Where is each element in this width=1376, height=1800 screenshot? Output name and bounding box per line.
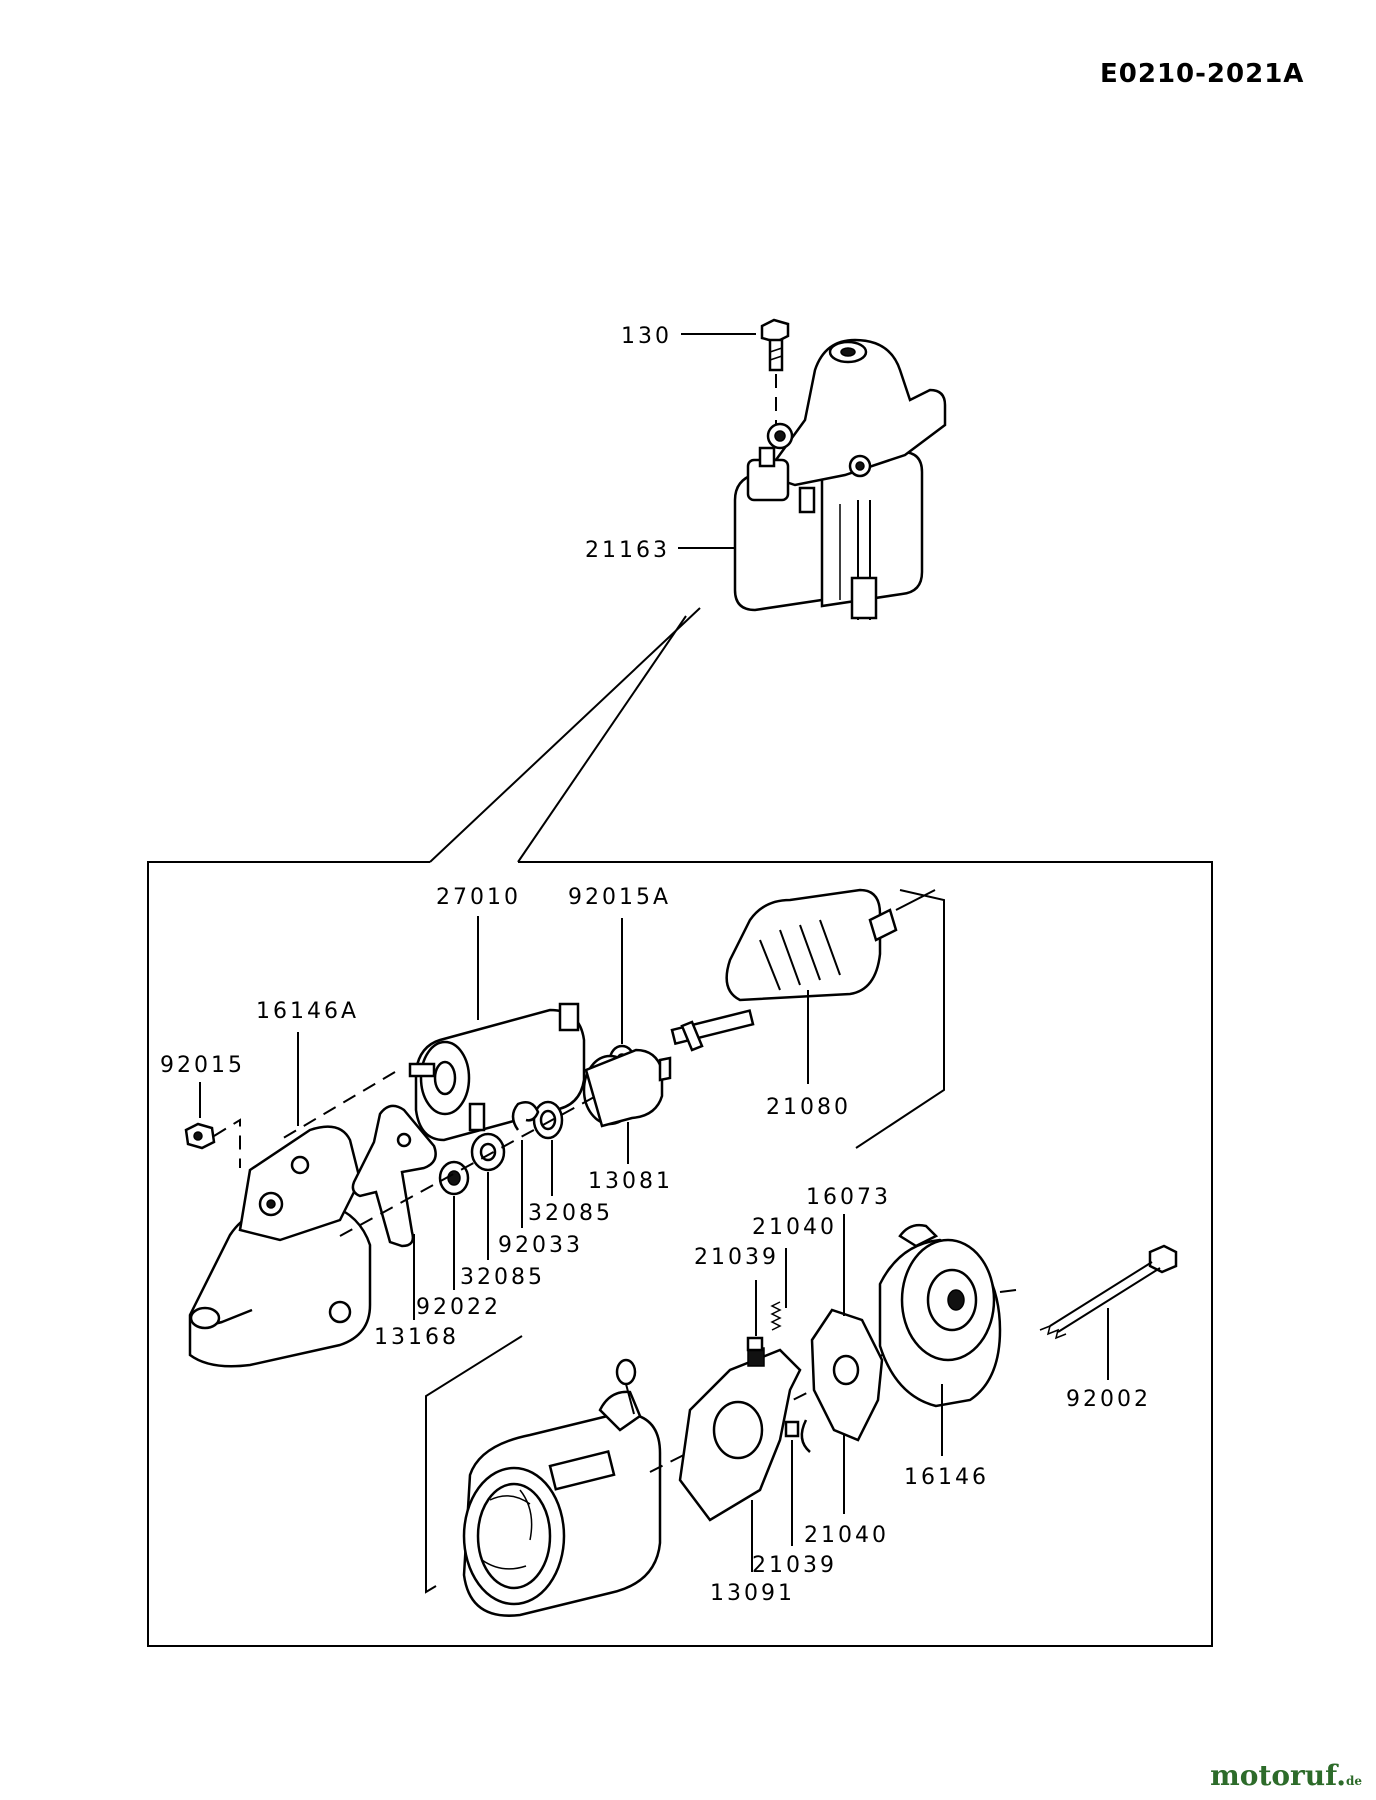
nut-92015-icon — [184, 1122, 216, 1150]
label-21163: 21163 — [585, 538, 670, 563]
clip-32085-icon — [532, 1100, 564, 1140]
brush-plate-16073-icon — [810, 1308, 884, 1442]
label-13168: 13168 — [374, 1325, 459, 1350]
callout-line-left — [429, 607, 701, 863]
label-32085-a: 32085 — [528, 1201, 613, 1226]
diagram-code: E0210-2021A — [1100, 59, 1304, 89]
yoke-field-frame-icon — [462, 1358, 662, 1617]
brush-holder-13091-icon — [678, 1347, 802, 1522]
label-16073: 16073 — [806, 1185, 891, 1210]
label-92022: 92022 — [416, 1295, 501, 1320]
end-frame-16146-icon — [878, 1223, 1017, 1408]
exploded-view-frame — [147, 861, 1213, 1647]
through-bolt-92002-icon — [1039, 1244, 1178, 1340]
watermark-brand: motoruf — [1210, 1759, 1337, 1792]
label-32085-b: 32085 — [460, 1265, 545, 1290]
watermark-logo: motoruf.de — [1210, 1759, 1362, 1792]
label-21040-b: 21040 — [804, 1523, 889, 1548]
washer-32085-icon — [470, 1132, 506, 1172]
drive-housing-16146a-icon — [188, 1125, 372, 1368]
label-16146: 16146 — [904, 1465, 989, 1490]
label-130: 130 — [621, 324, 672, 349]
brush-21039-upper-icon — [746, 1336, 764, 1352]
watermark-tld: de — [1345, 1774, 1362, 1788]
starter-assembly-21163 — [733, 318, 947, 620]
label-92002: 92002 — [1066, 1387, 1151, 1412]
bolt-130-icon — [760, 318, 790, 372]
spring-21040-upper-icon — [770, 1301, 782, 1331]
label-16146a: 16146A — [256, 999, 359, 1024]
label-27010: 27010 — [436, 885, 521, 910]
label-13091: 13091 — [710, 1581, 795, 1606]
label-13081: 13081 — [588, 1169, 673, 1194]
label-21080: 21080 — [766, 1095, 851, 1120]
label-92015a: 92015A — [568, 885, 671, 910]
pinion-13081-icon — [582, 1048, 672, 1128]
shift-lever-13168-icon — [351, 1104, 437, 1248]
armature-21080-icon — [670, 888, 936, 1052]
label-21039-a: 21039 — [694, 1245, 779, 1270]
label-21040-a: 21040 — [752, 1215, 837, 1240]
label-92033: 92033 — [498, 1233, 583, 1258]
label-21039-b: 21039 — [752, 1553, 837, 1578]
brush-21039-lower-icon — [784, 1419, 811, 1453]
label-92015: 92015 — [160, 1053, 245, 1078]
snap-ring-92033-icon — [511, 1101, 540, 1131]
callout-line-right — [517, 615, 687, 863]
